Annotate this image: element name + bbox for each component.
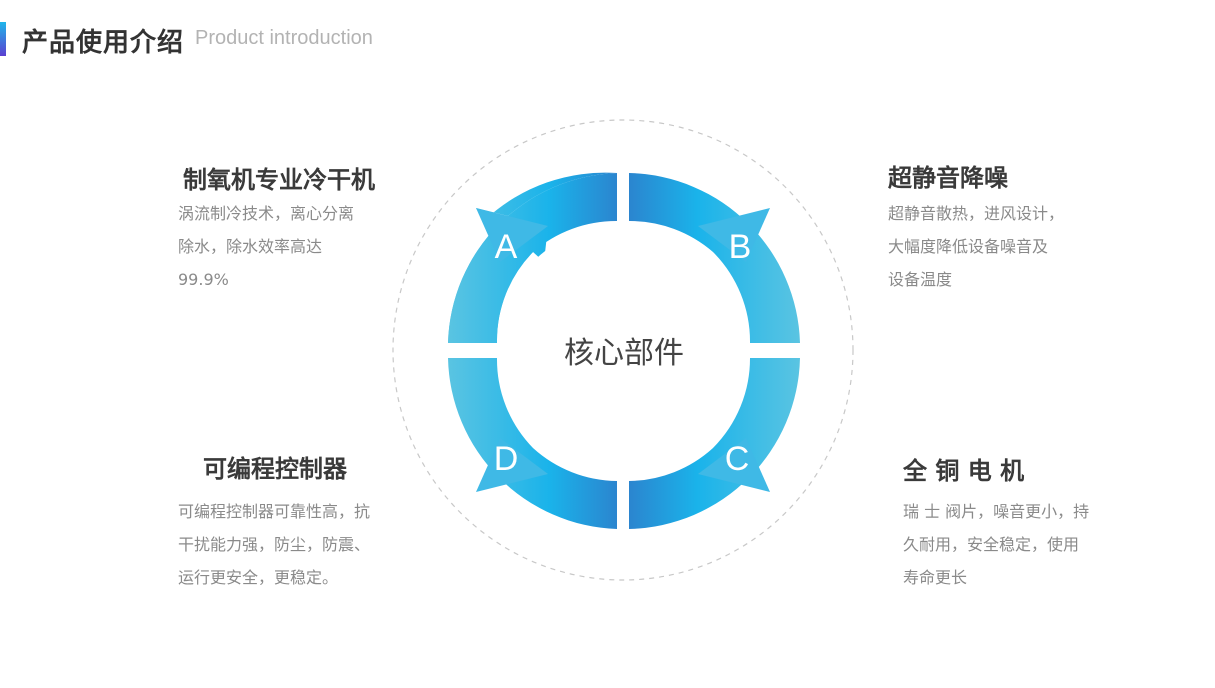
- feature-desc-bottom-left: 可编程控制器可靠性高，抗 干扰能力强，防尘，防震、 运行更安全，更稳定。: [178, 502, 371, 587]
- dashed-outer-circle: [392, 119, 854, 581]
- feature-desc-bottom-right: 瑞 士 阀片，噪音更小，持 久耐用，安全稳定，使用 寿命更长: [903, 502, 1090, 587]
- feature-title-top-right: 超静音降噪: [888, 163, 1008, 192]
- segment-c-label: C: [724, 440, 750, 478]
- feature-title-bottom-right: 全 铜 电 机: [903, 456, 1025, 485]
- inner-white-circle: [497, 224, 749, 476]
- segment-a: [448, 172, 617, 343]
- center-label: 核心部件: [564, 336, 684, 371]
- segment-d: [448, 358, 617, 529]
- segment-b: [629, 173, 800, 343]
- header-accent-bar: [0, 22, 6, 56]
- segment-b-label: B: [728, 228, 752, 266]
- feature-desc-top-left: 涡流制冷技术，离心分离 除水，除水效率高达 99.9%: [178, 204, 355, 289]
- segment-c: [629, 358, 800, 529]
- segment-d-label: D: [493, 440, 519, 478]
- segment-a-label: A: [494, 228, 518, 266]
- feature-desc-top-right: 超静音散热，进风设计， 大幅度降低设备噪音及 设备温度: [888, 204, 1065, 289]
- feature-title-bottom-left: 可编程控制器: [203, 454, 347, 483]
- feature-title-top-left: 制氧机专业冷干机: [183, 165, 375, 194]
- page-title: 产品使用介绍: [22, 28, 185, 58]
- page-subtitle: Product introduction: [195, 27, 373, 49]
